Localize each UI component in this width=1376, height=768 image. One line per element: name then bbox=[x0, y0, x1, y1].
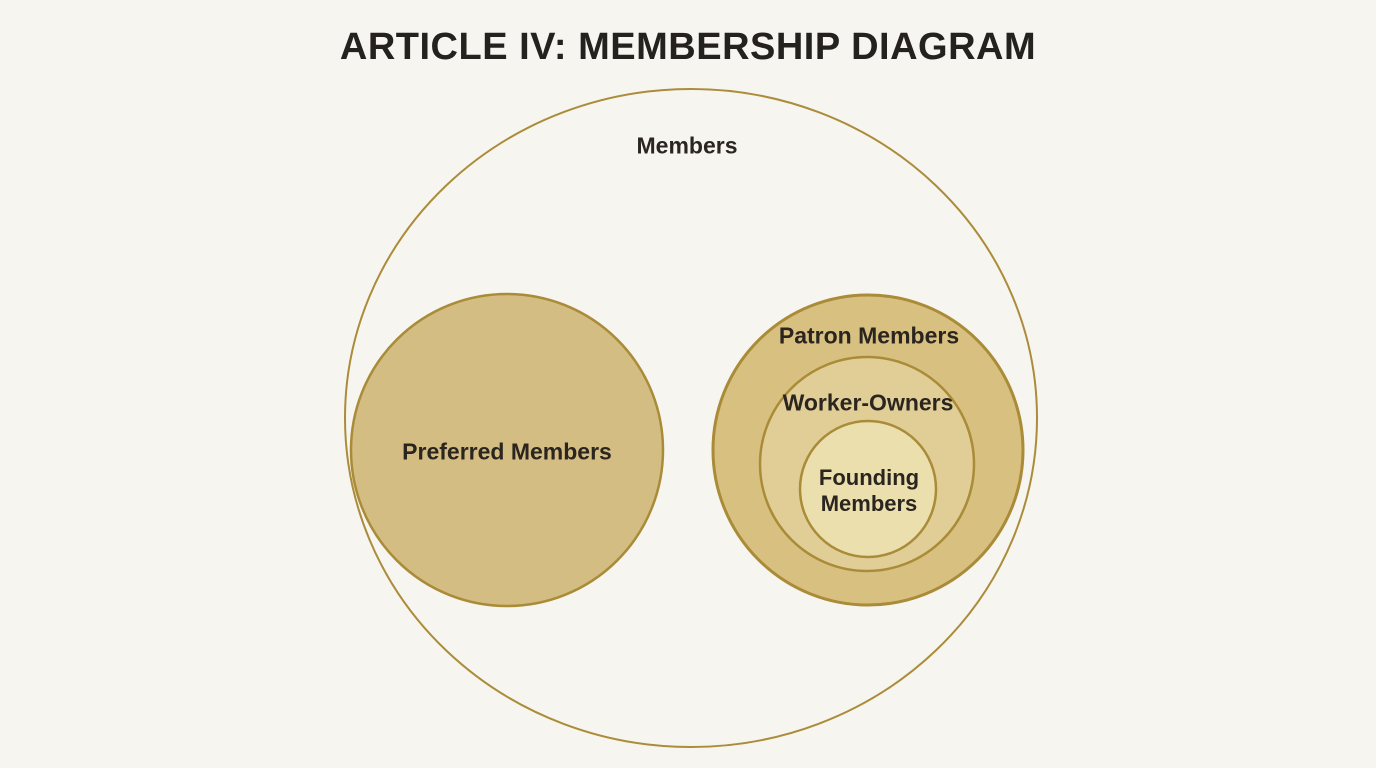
page-title: ARTICLE IV: MEMBERSHIP DIAGRAM bbox=[339, 26, 1037, 68]
founding-members-label-line2: Members bbox=[820, 491, 918, 516]
preferred-members-label: Preferred Members bbox=[402, 438, 612, 465]
members-label: Members bbox=[636, 132, 738, 159]
patron-members-label: Patron Members bbox=[778, 322, 960, 349]
members-circle bbox=[344, 88, 1038, 748]
founding-members-label: Founding Members bbox=[819, 465, 919, 517]
preferred-members-circle bbox=[349, 292, 665, 608]
founding-members-label-line1: Founding bbox=[818, 465, 920, 490]
worker-owners-label: Worker-Owners bbox=[782, 389, 954, 416]
founding-members-circle bbox=[798, 419, 938, 559]
